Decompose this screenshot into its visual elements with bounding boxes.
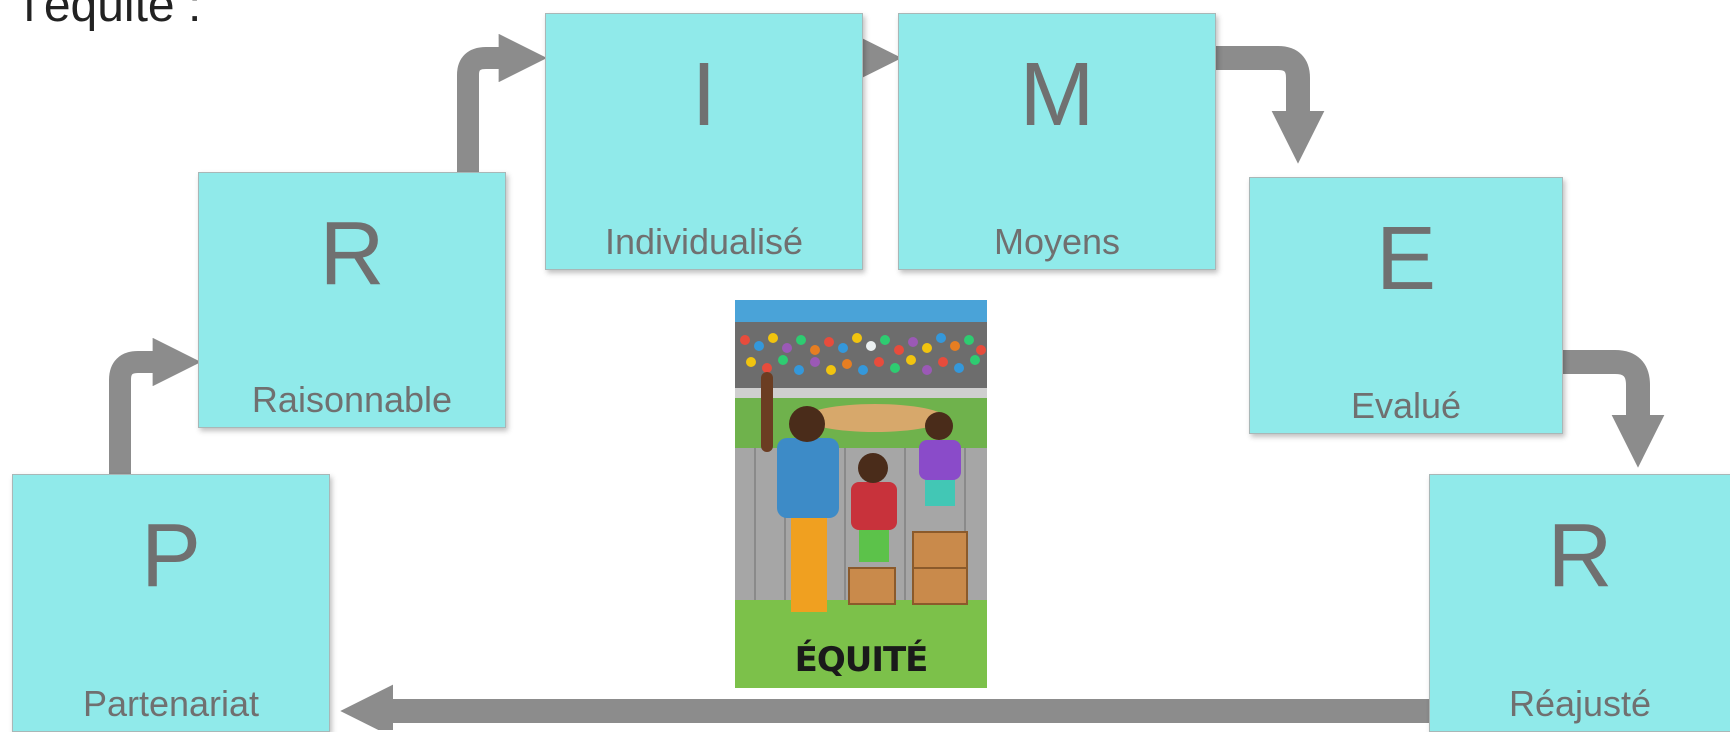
step-letter: R <box>1547 506 1613 606</box>
equity-illustration: ÉQUITÉ <box>735 300 987 688</box>
equity-illustration-graphic <box>735 300 987 688</box>
step-label: Individualisé <box>604 221 804 262</box>
slide-title: l'équité : <box>24 0 202 32</box>
arrow-r-to-i <box>457 33 548 172</box>
step-box-evalue: E Evalué <box>1249 177 1563 434</box>
step-label: Partenariat <box>82 683 260 724</box>
step-letter: M <box>1019 45 1095 145</box>
step-letter: P <box>140 506 202 606</box>
step-label: Réajusté <box>1508 683 1652 724</box>
illustration-caption: ÉQUITÉ <box>794 640 929 680</box>
step-letter: I <box>691 45 717 145</box>
step-box-partenariat: P Partenariat <box>12 474 330 732</box>
arrow-m-to-e <box>1215 46 1325 164</box>
step-box-raisonnable: R Raisonnable <box>198 172 506 428</box>
step-label: Moyens <box>993 221 1121 262</box>
step-label: Raisonnable <box>251 379 453 420</box>
step-letter: E <box>1375 209 1437 309</box>
step-box-moyens: M Moyens <box>898 13 1216 270</box>
step-box-reajuste: R Réajusté <box>1429 474 1730 732</box>
step-letter: R <box>319 204 385 304</box>
step-box-individualise: I Individualisé <box>545 13 863 270</box>
arrow-p-to-r <box>109 337 202 475</box>
step-label: Evalué <box>1350 385 1462 426</box>
arrow-e-to-r <box>1562 350 1665 468</box>
